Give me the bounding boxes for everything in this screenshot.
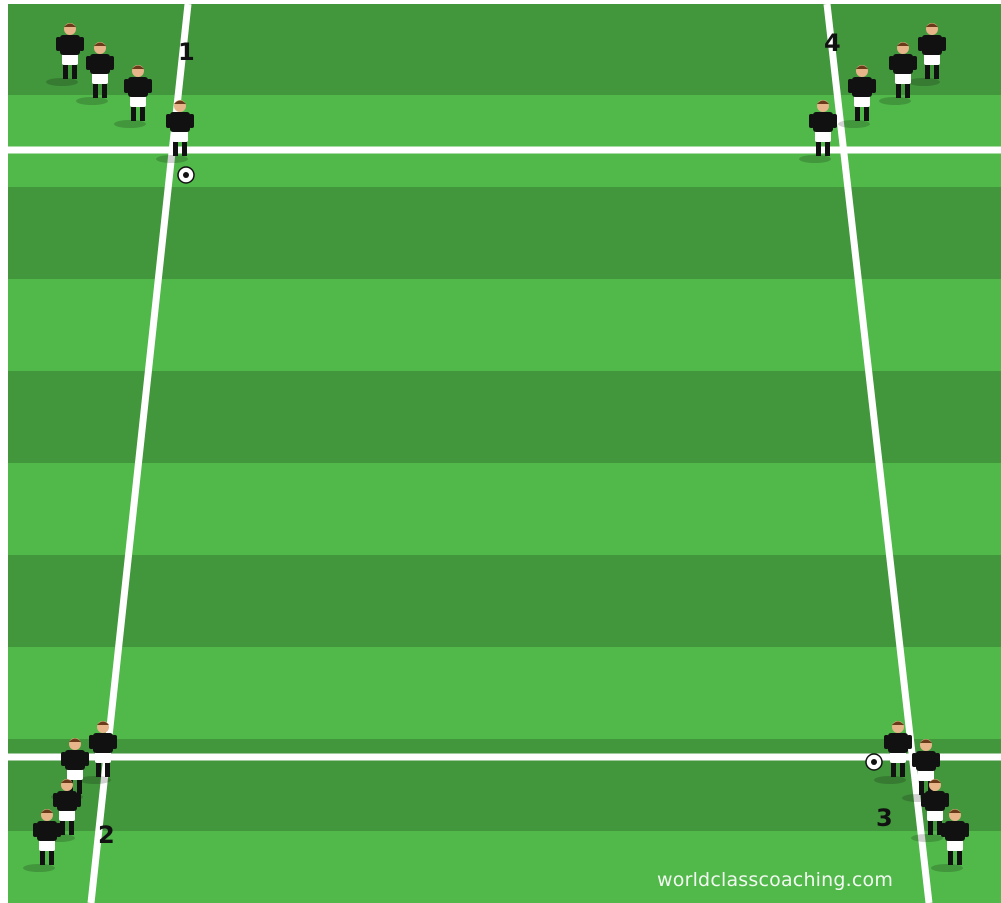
ball bbox=[178, 167, 194, 183]
grass-stripe bbox=[8, 739, 1001, 831]
grass-stripe bbox=[8, 831, 1001, 903]
grass-stripes bbox=[8, 4, 1001, 903]
grass-stripe bbox=[8, 463, 1001, 555]
grass-stripe bbox=[8, 371, 1001, 463]
corner-label-4: 4 bbox=[824, 31, 841, 55]
ball bbox=[866, 754, 882, 770]
corner-label-1: 1 bbox=[178, 40, 195, 64]
grass-stripe bbox=[8, 95, 1001, 187]
corner-label-2: 2 bbox=[98, 823, 115, 847]
grass-stripe bbox=[8, 647, 1001, 739]
watermark: worldclasscoaching.com bbox=[657, 869, 893, 891]
grass-stripe bbox=[8, 555, 1001, 647]
corner-label-3: 3 bbox=[876, 806, 893, 830]
